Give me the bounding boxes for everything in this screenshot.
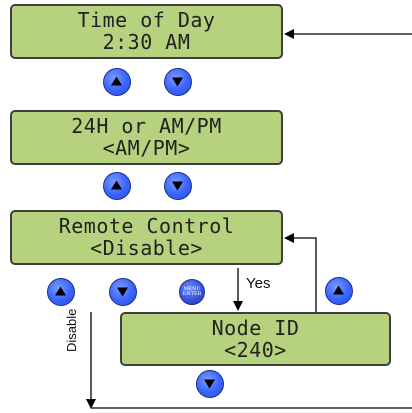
up-button-3[interactable] [47, 278, 75, 306]
down-button-2[interactable] [164, 172, 192, 200]
down-arrow-icon [172, 181, 183, 191]
down-arrow-icon [204, 379, 215, 389]
down-button-1[interactable] [164, 68, 192, 96]
yes-label: Yes [246, 275, 271, 292]
up-button-1[interactable] [103, 68, 131, 96]
menu-enter-button[interactable]: MENU ENTER [179, 279, 205, 305]
lcd-node-id: Node ID <240> [120, 312, 391, 366]
lcd-time-of-day-value: 2:30 AM [102, 30, 191, 54]
up-arrow-icon [111, 76, 122, 86]
node-up-button[interactable] [325, 277, 353, 305]
down-arrow-icon [172, 77, 183, 87]
enter-button-label: ENTER [182, 291, 202, 297]
lcd-remote-control-value: <Disable> [90, 236, 203, 260]
lcd-node-id-title: Node ID [211, 316, 300, 340]
down-arrow-icon [117, 287, 128, 297]
lcd-remote-control-title: Remote Control [58, 214, 235, 238]
up-arrow-icon [55, 286, 66, 296]
up-arrow-icon [333, 285, 344, 295]
node-down-button[interactable] [196, 370, 224, 398]
lcd-time-of-day: Time of Day 2:30 AM [10, 4, 283, 59]
lcd-time-format: 24H or AM/PM <AM/PM> [10, 110, 283, 165]
menu-button-label: MENU [183, 286, 201, 292]
disable-label: Disable [64, 308, 79, 352]
lcd-time-format-title: 24H or AM/PM [71, 114, 222, 138]
up-arrow-icon [111, 180, 122, 190]
lcd-time-of-day-title: Time of Day [77, 8, 216, 32]
up-button-2[interactable] [103, 172, 131, 200]
down-button-3[interactable] [109, 278, 137, 306]
lcd-remote-control: Remote Control <Disable> [10, 210, 283, 265]
lcd-time-format-value: <AM/PM> [102, 136, 191, 160]
lcd-node-id-value: <240> [224, 338, 287, 362]
node-return-arrow [284, 233, 317, 312]
